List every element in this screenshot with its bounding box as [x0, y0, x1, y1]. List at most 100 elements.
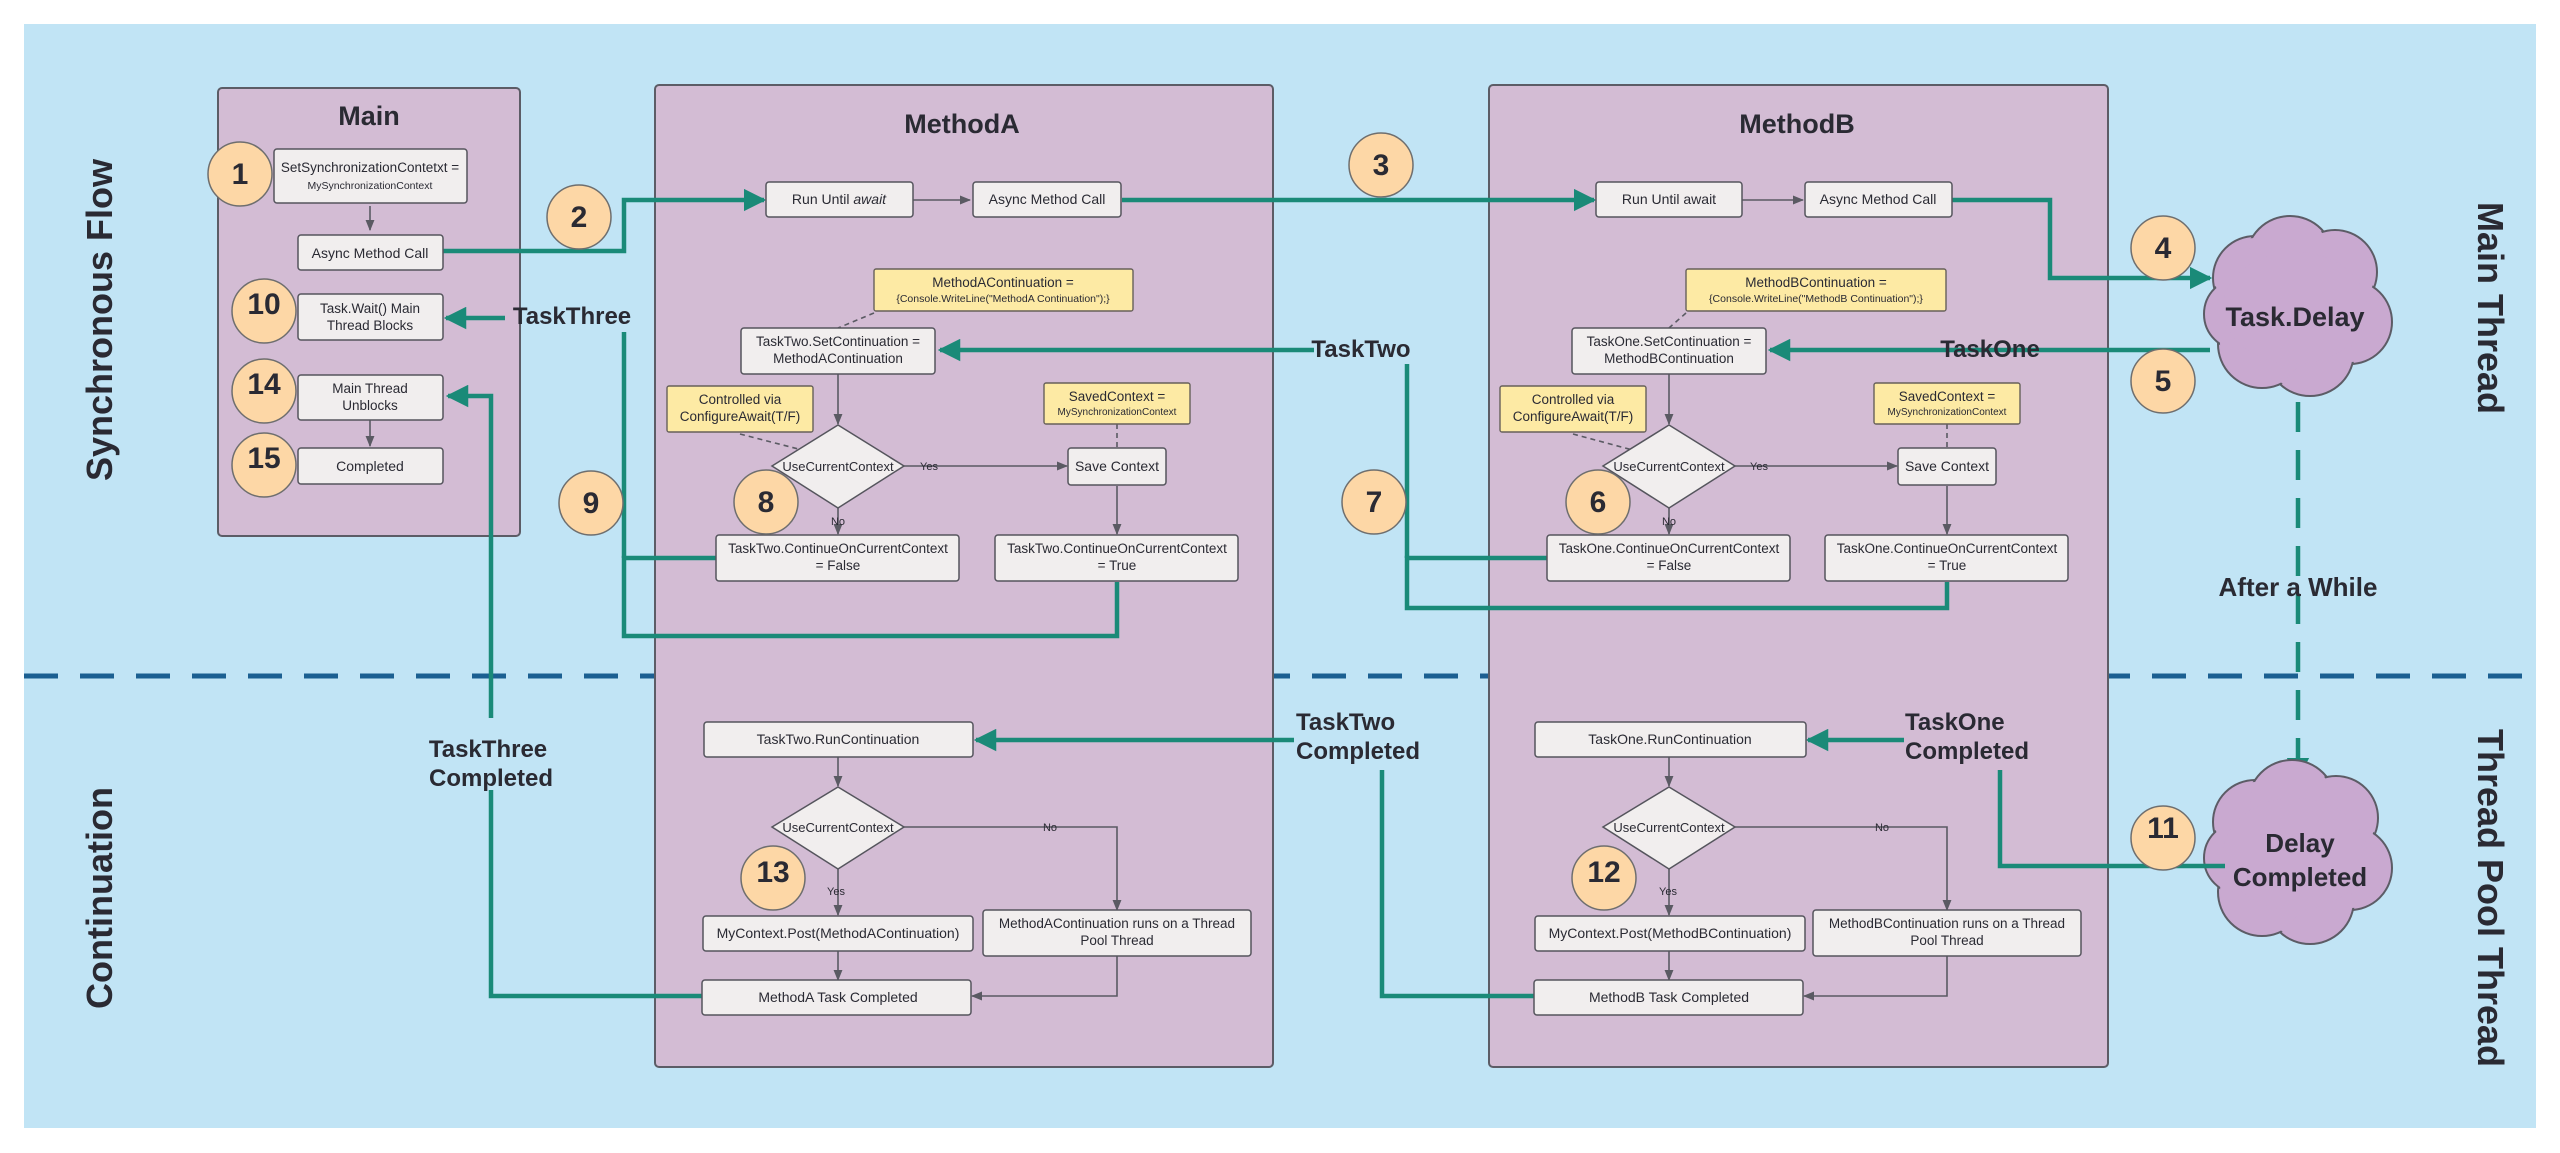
panel-title-main: Main [338, 101, 400, 131]
connector-b-note-controlled [1572, 433, 1641, 453]
step-badge-10: 10 [231, 278, 297, 344]
method-b-node-threadpool: MethodBContinuation runs on a Thread Poo… [1812, 909, 2082, 957]
method-a-note-continuation-line2: {Console.WriteLine("MethodA Continuation… [896, 293, 1110, 305]
method-a-decision2-label: UseCurrentContext [782, 820, 894, 835]
connector-b-threadpool-complete [1802, 956, 1948, 1001]
lane-label-continuation: Continuation [79, 787, 120, 1009]
method-b-continue-false-line2: = False [1647, 558, 1692, 573]
step-badge-3: 3 [1348, 132, 1414, 198]
connector-a-no2 [904, 826, 1122, 912]
method-b-continue-false-line1: TaskOne.ContinueOnCurrentContext [1559, 541, 1780, 556]
main-node-task-wait-line2: Thread Blocks [327, 318, 414, 333]
cloud-task-delay: Task.Delay [2203, 215, 2393, 397]
method-b-decision2-label: UseCurrentContext [1613, 820, 1725, 835]
flow-method-a-completed [488, 790, 702, 999]
method-a-node-continue-true: TaskTwo.ContinueOnCurrentContext = True [994, 534, 1239, 582]
method-a-node-run-continuation: TaskTwo.RunContinuation [703, 721, 974, 758]
step-badge-13-label: 13 [756, 856, 789, 889]
step-badge-13: 13 [740, 845, 806, 911]
method-a-decision-label: UseCurrentContext [782, 459, 894, 474]
method-b-note-continuation-line1: MethodBContinuation = [1745, 275, 1887, 290]
method-a-async-call-label: Async Method Call [989, 191, 1106, 207]
method-b-saved-context-line2: MySynchronizationContext [1888, 407, 2007, 418]
step-badge-12-label: 12 [1587, 856, 1620, 889]
method-b-node-post: MyContext.Post(MethodBContinuation) [1534, 915, 1806, 952]
method-a-threadpool-line2: Pool Thread [1080, 933, 1153, 948]
method-b-threadpool-line1: MethodBContinuation runs on a Thread [1829, 916, 2065, 931]
flow-label-task-one: TaskOne [1940, 336, 2040, 363]
connector-a-threadpool-complete [970, 956, 1118, 1001]
method-a-controlled-line2: ConfigureAwait(T/F) [680, 409, 801, 424]
flow-method-b-false-branch [1404, 555, 1950, 611]
method-b-node-set-continuation: TaskOne.SetContinuation = MethodBContinu… [1571, 327, 1767, 375]
method-b-node-continue-false: TaskOne.ContinueOnCurrentContext = False [1546, 534, 1791, 582]
method-b-decision-label: UseCurrentContext [1613, 459, 1725, 474]
flow-label-task-three-completed-1: TaskThree [429, 736, 547, 763]
main-node-completed: Completed [297, 447, 444, 485]
cloud-task-delay-label: Task.Delay [2225, 302, 2364, 332]
method-b-node-run-continuation: TaskOne.RunContinuation [1534, 721, 1807, 758]
step-badge-9: 9 [558, 470, 624, 536]
step-badge-4: 4 [2130, 215, 2196, 281]
method-a-yes-label: Yes [920, 461, 938, 473]
panel-title-method-b: MethodB [1739, 109, 1854, 139]
connector-a-note-controlled [739, 433, 811, 453]
flow-label-task-two-completed-2: Completed [1296, 738, 1420, 765]
lane-label-synchronous-flow: Synchronous Flow [79, 158, 120, 481]
method-a-note-continuation-line1: MethodAContinuation = [932, 275, 1074, 290]
method-b-decision-use-context-2: UseCurrentContext [1601, 786, 1737, 870]
method-a-post-label: MyContext.Post(MethodAContinuation) [717, 925, 960, 941]
method-a-run-continuation-label: TaskTwo.RunContinuation [757, 731, 920, 747]
method-a-saved-context-line2: MySynchronizationContext [1058, 407, 1177, 418]
step-badge-7-label: 7 [1366, 486, 1383, 519]
flow-label-task-three: TaskThree [513, 303, 631, 330]
step-badge-5: 5 [2130, 348, 2196, 414]
main-node-set-sync-line2: MySynchronizationContext [308, 180, 433, 192]
method-b-post-label: MyContext.Post(MethodBContinuation) [1549, 925, 1792, 941]
flow-label-task-two-completed-1: TaskTwo [1296, 709, 1395, 736]
step-badge-2-label: 2 [571, 201, 588, 234]
flow-label-after-a-while: After a While [2219, 572, 2378, 602]
main-node-task-wait: Task.Wait() Main Thread Blocks [297, 293, 444, 341]
method-a-threadpool-line1: MethodAContinuation runs on a Thread [999, 916, 1235, 931]
method-b-continue-true-line2: = True [1928, 558, 1967, 573]
method-b-run-label: Run Until await [1622, 191, 1716, 207]
flow-label-task-one-completed-2: Completed [1905, 738, 2029, 765]
step-badge-7: 7 [1341, 469, 1407, 535]
step-badge-14-label: 14 [247, 368, 281, 401]
main-node-unblocks-line1: Main Thread [332, 381, 408, 396]
method-b-controlled-line1: Controlled via [1532, 392, 1615, 407]
step-badge-14: 14 [231, 358, 297, 424]
connector-b-no2 [1735, 826, 1952, 912]
main-node-set-sync: SetSynchronizationContetxt = MySynchroni… [273, 148, 468, 204]
method-b-save-context-label: Save Context [1905, 458, 1989, 474]
method-a-continue-true-line2: = True [1098, 558, 1137, 573]
method-a-continue-false-line1: TaskTwo.ContinueOnCurrentContext [728, 541, 948, 556]
connector-b-note-cont [1668, 312, 1687, 329]
step-badge-9-label: 9 [583, 487, 600, 520]
main-node-async-call: Async Method Call [297, 234, 444, 271]
method-b-node-save-context: Save Context [1897, 447, 1997, 486]
method-b-controlled-line2: ConfigureAwait(T/F) [1513, 409, 1634, 424]
method-a-continue-false-line2: = False [816, 558, 861, 573]
main-node-completed-label: Completed [336, 458, 404, 474]
method-a-note-controlled: Controlled via ConfigureAwait(T/F) [666, 385, 814, 433]
method-a-node-run-until-await: Run Until await [765, 181, 914, 218]
lane-label-main-thread: Main Thread [2470, 202, 2511, 414]
method-a-node-threadpool: MethodAContinuation runs on a Thread Poo… [982, 909, 1252, 957]
method-b-note-saved-context: SavedContext = MySynchronizationContext [1873, 382, 2021, 425]
step-badge-6: 6 [1565, 469, 1631, 535]
connector-a-note-cont [837, 312, 875, 329]
step-badge-8: 8 [733, 469, 799, 535]
cloud-delay-completed-line2: Completed [2233, 862, 2367, 892]
method-a-set-cont-line2: MethodAContinuation [773, 351, 903, 366]
flow-label-task-one-completed-1: TaskOne [1905, 709, 2005, 736]
flow-method-b-to-task-delay [1952, 197, 2213, 290]
method-b-no2-label: No [1875, 822, 1889, 834]
method-a-yes2-label: Yes [827, 886, 845, 898]
method-a-no-label: No [831, 516, 845, 528]
method-b-note-continuation: MethodBContinuation = {Console.WriteLine… [1685, 268, 1947, 312]
method-a-no2-label: No [1043, 822, 1057, 834]
step-badge-15: 15 [231, 432, 297, 498]
